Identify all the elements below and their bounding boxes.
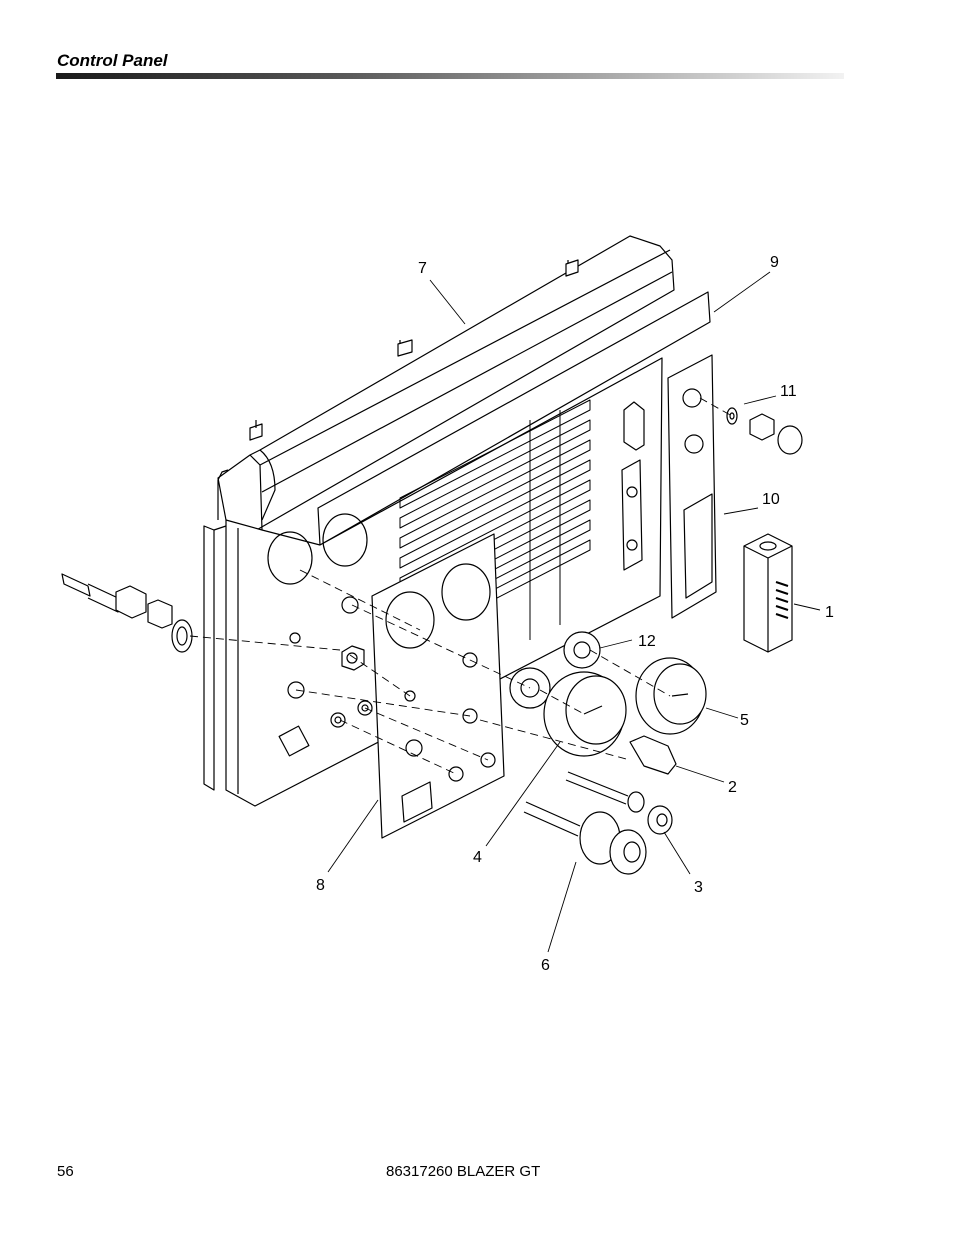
callout-5: 5 — [740, 712, 749, 729]
header-rule — [56, 73, 844, 79]
page-number: 56 — [57, 1163, 74, 1180]
adjustment-knobs — [523, 771, 673, 875]
document-id: 86317260 BLAZER GT — [386, 1163, 541, 1180]
callout-8: 8 — [316, 877, 325, 894]
terminal-block — [743, 533, 793, 653]
callout-11: 11 — [780, 383, 797, 400]
top-strip — [317, 291, 711, 546]
knob-assembly — [726, 407, 803, 455]
side-gasket — [667, 354, 717, 619]
inlet-fitting — [61, 573, 193, 653]
callout-7: 7 — [418, 260, 427, 277]
callout-6: 6 — [541, 957, 550, 974]
callout-4: 4 — [473, 849, 482, 866]
control-valve — [629, 735, 677, 775]
callout-2: 2 — [728, 779, 737, 796]
callout-1: 1 — [825, 604, 834, 621]
callout-10: 10 — [762, 491, 780, 508]
page-title: Control Panel — [57, 51, 168, 70]
leader-lines — [327, 271, 821, 953]
assembly-lines — [189, 397, 733, 775]
callout-9: 9 — [770, 254, 779, 271]
callout-3: 3 — [694, 879, 703, 896]
gauge-flow — [635, 657, 707, 735]
front-overlay — [371, 533, 505, 839]
top-channel — [217, 235, 675, 535]
callout-12: 12 — [638, 633, 656, 650]
panel-switches — [621, 401, 645, 571]
gauge-pressure — [543, 671, 627, 757]
